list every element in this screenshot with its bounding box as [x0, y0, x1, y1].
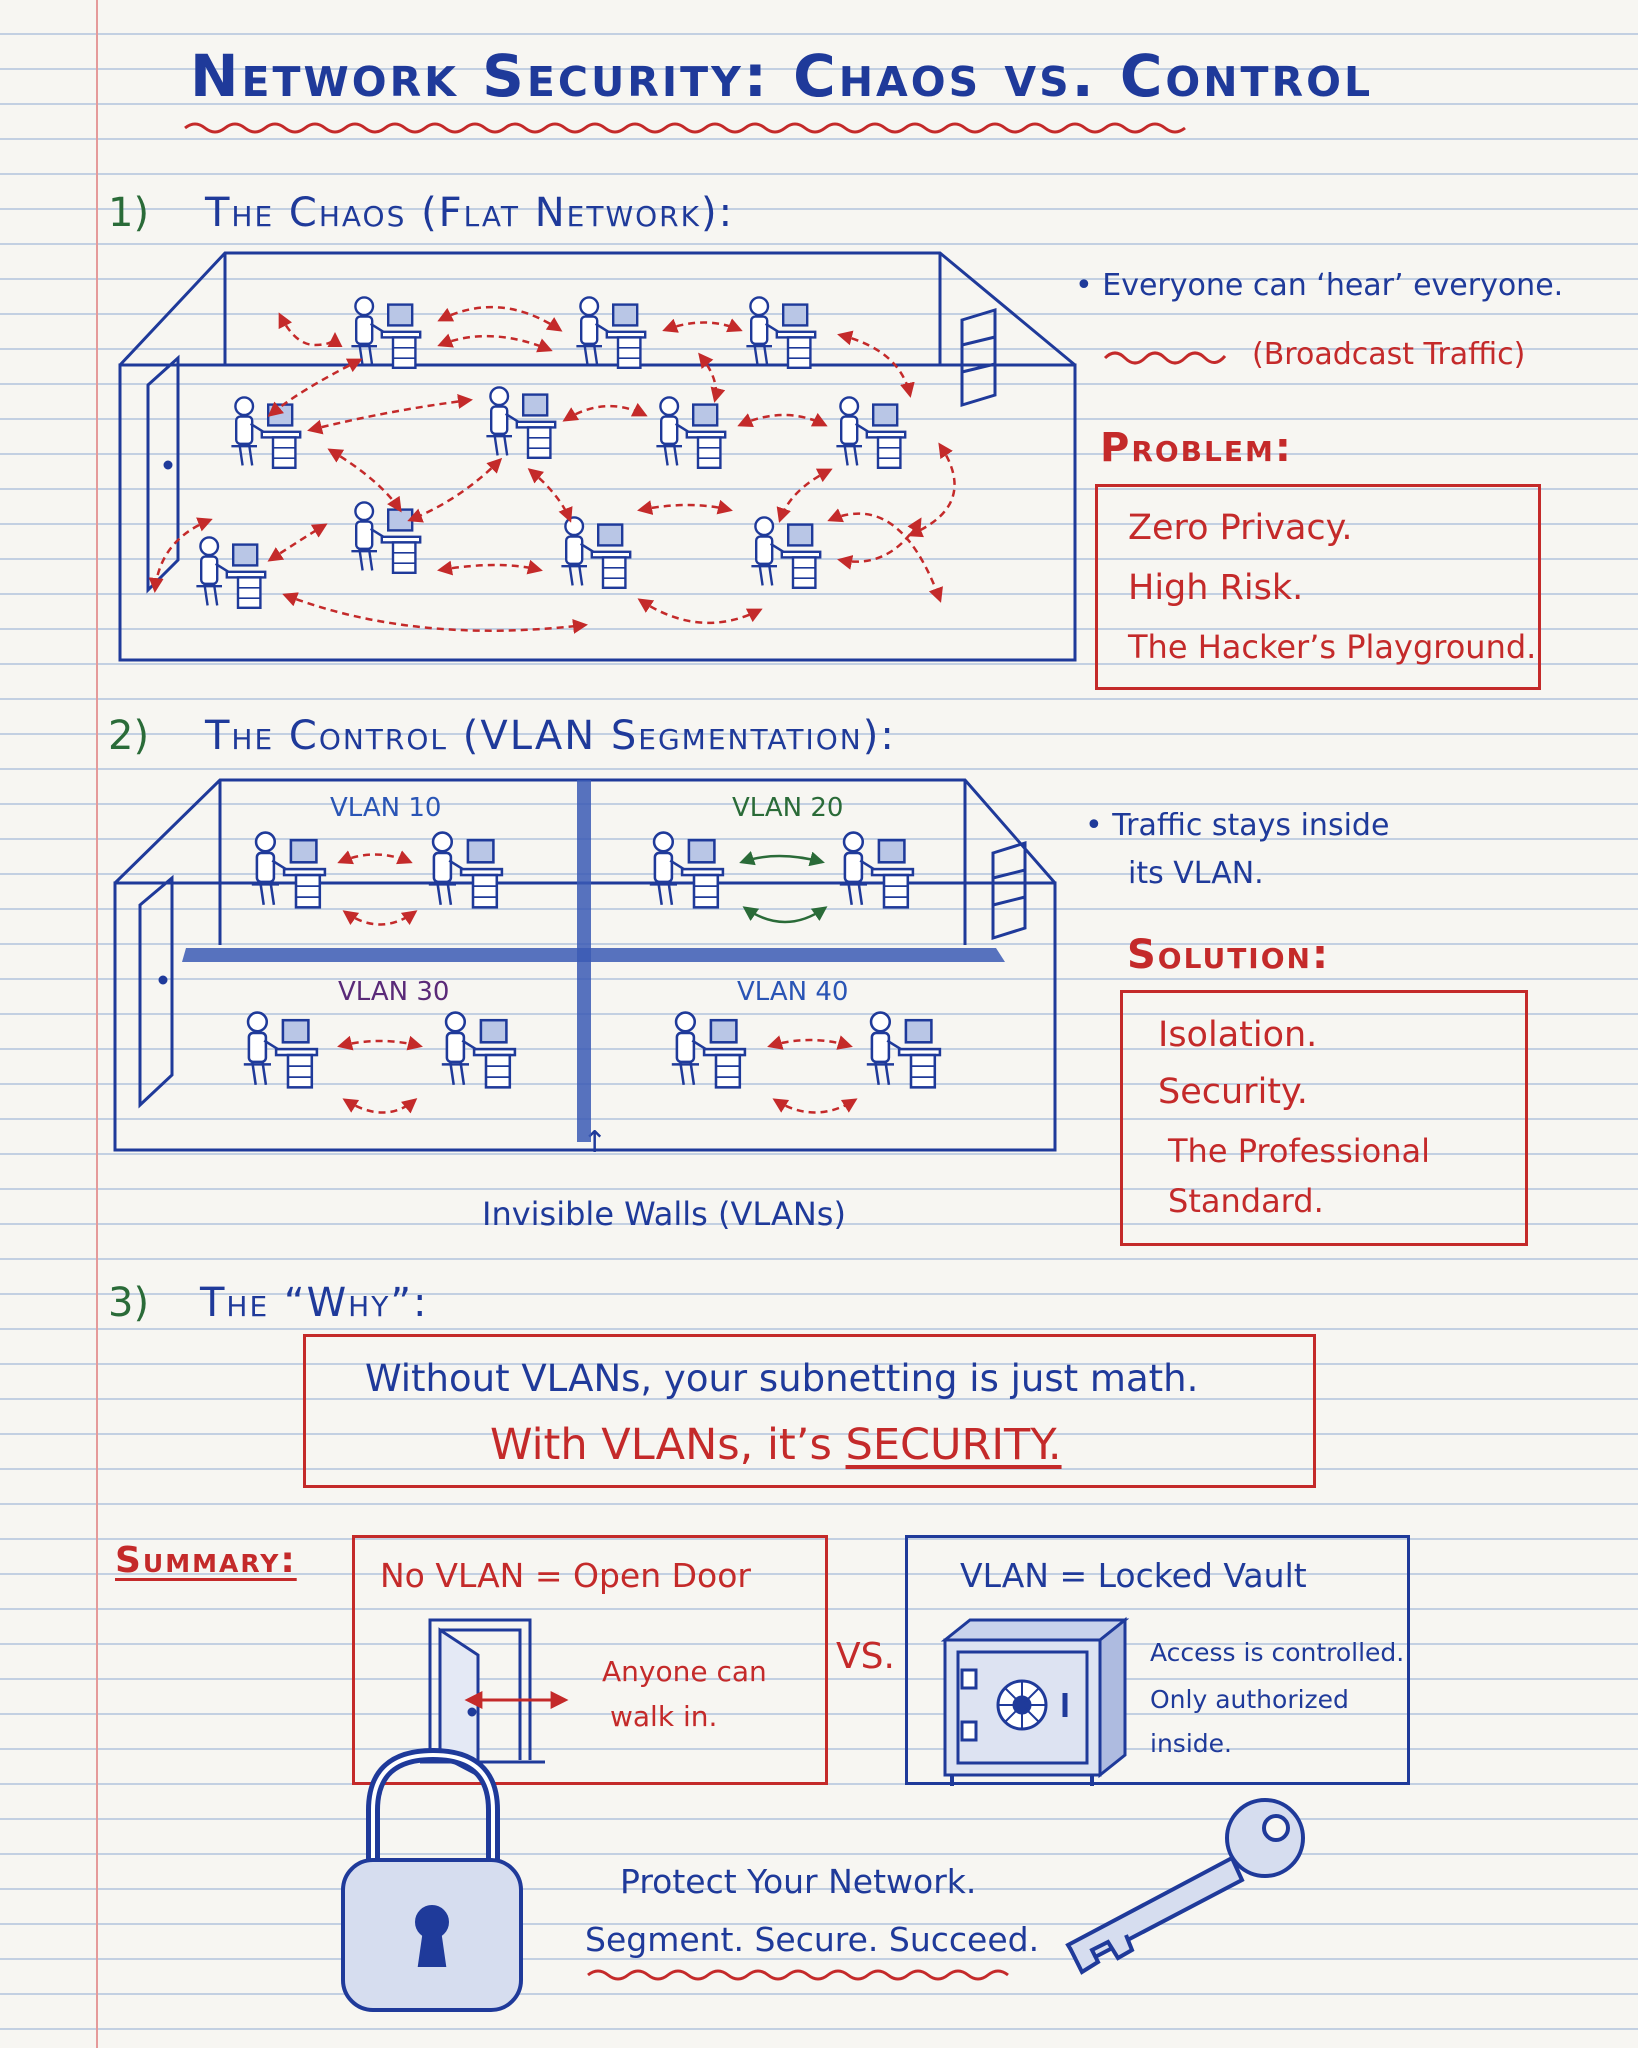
user-at-computer-icon	[230, 396, 302, 469]
solution-item-2: Security.	[1158, 1072, 1308, 1112]
solution-item-3: The Professional	[1168, 1132, 1430, 1170]
flat-network-users	[195, 296, 907, 609]
padlock-icon	[341, 1747, 523, 2012]
no-vlan-title: No VLAN = Open Door	[380, 1556, 751, 1595]
user-at-computer-icon	[350, 296, 422, 369]
user-at-computer-icon	[835, 396, 907, 469]
vlan-10-label: VLAN 10	[330, 793, 442, 823]
user-at-computer-icon	[427, 831, 504, 909]
section3-number: 3)	[108, 1280, 150, 1326]
problem-heading: Problem:	[1100, 425, 1293, 471]
invisible-walls	[182, 780, 1005, 1142]
vlan-30-label: VLAN 30	[338, 977, 450, 1007]
vlan-title: VLAN = Locked Vault	[960, 1556, 1307, 1595]
door-icon	[146, 354, 180, 594]
user-at-computer-icon	[838, 831, 915, 909]
user-at-computer-icon	[750, 516, 822, 589]
vault-icon	[940, 1616, 1130, 1786]
door-icon	[138, 874, 174, 1109]
broadcast-legend: (Broadcast Traffic)	[1252, 337, 1526, 372]
user-at-computer-icon	[745, 296, 817, 369]
solution-item-1: Isolation.	[1158, 1015, 1318, 1055]
user-at-computer-icon	[250, 831, 327, 909]
user-at-computer-icon	[485, 386, 557, 459]
vlan-box	[905, 1535, 1410, 1785]
vlan-traffic-arrows	[337, 850, 858, 1114]
why-box	[303, 1334, 1316, 1488]
vlan-note-3: inside.	[1150, 1729, 1232, 1758]
vlan-40-label: VLAN 40	[737, 977, 849, 1007]
user-at-computer-icon	[648, 831, 725, 909]
vlan-note-1: Access is controlled.	[1150, 1638, 1405, 1667]
vlan-room	[113, 778, 1057, 1152]
section2-bullet-line1: Traffic stays inside	[1112, 808, 1390, 843]
solution-item-4: Standard.	[1168, 1182, 1324, 1220]
section3-heading: The “Why”:	[200, 1280, 429, 1326]
solution-heading: Solution:	[1127, 932, 1330, 978]
section1-bullet-text: Everyone can ‘hear’ everyone.	[1102, 268, 1564, 303]
user-at-computer-icon	[560, 516, 632, 589]
user-at-computer-icon	[655, 396, 727, 469]
user-at-computer-icon	[575, 296, 647, 369]
problem-item-2: High Risk.	[1128, 568, 1304, 608]
user-at-computer-icon	[242, 1011, 319, 1089]
user-at-computer-icon	[440, 1011, 517, 1089]
user-at-computer-icon	[670, 1011, 747, 1089]
title-underline	[184, 122, 1186, 134]
footer-line-1: Protect Your Network.	[620, 1862, 977, 1901]
problem-item-1: Zero Privacy.	[1128, 508, 1353, 548]
vs-label: VS.	[836, 1636, 895, 1677]
user-at-computer-icon	[195, 536, 267, 609]
window-icon	[960, 307, 997, 408]
broadcast-traffic-arrows	[148, 305, 956, 634]
no-vlan-box	[352, 1535, 828, 1785]
user-at-computer-icon	[865, 1011, 942, 1089]
flat-network-room	[118, 251, 1077, 662]
no-vlan-note-1: Anyone can	[602, 1655, 767, 1688]
section1-number: 1)	[108, 190, 150, 236]
broadcast-squiggle-icon	[1103, 351, 1227, 365]
why-emphasis: SECURITY.	[845, 1420, 1062, 1470]
user-at-computer-icon	[350, 501, 422, 574]
footer-line-2: Segment. Secure. Succeed.	[585, 1920, 1040, 1959]
section2-bullet: • Traffic stays inside	[1085, 808, 1390, 843]
section2-bullet-line2: its VLAN.	[1128, 856, 1264, 891]
section1-bullet: • Everyone can ‘hear’ everyone.	[1075, 268, 1564, 303]
page-title: Network Security: Chaos vs. Control	[190, 42, 1374, 110]
section1-heading: The Chaos (Flat Network):	[205, 190, 735, 236]
notebook-margin-line	[96, 0, 98, 2048]
footer-underline	[587, 1969, 1009, 1981]
solution-box	[1120, 990, 1528, 1246]
section2-number: 2)	[108, 713, 150, 759]
problem-box	[1095, 484, 1541, 690]
vlan-note-2: Only authorized	[1150, 1685, 1349, 1714]
problem-item-3: The Hacker’s Playground.	[1128, 628, 1537, 666]
why-line-2-prefix: With VLANs, it’s	[490, 1420, 832, 1470]
key-icon	[1065, 1798, 1305, 1975]
why-line-1: Without VLANs, your subnetting is just m…	[365, 1357, 1199, 1400]
vlan-20-label: VLAN 20	[732, 793, 844, 823]
why-line-2: With VLANs, it’s SECURITY.	[490, 1420, 1062, 1470]
section2-heading: The Control (VLAN Segmentation):	[205, 713, 896, 759]
no-vlan-note-2: walk in.	[610, 1700, 718, 1733]
window-icon	[991, 840, 1027, 941]
summary-label: Summary:	[115, 1540, 297, 1581]
invisible-walls-caption: Invisible Walls (VLANs)	[482, 1195, 846, 1233]
